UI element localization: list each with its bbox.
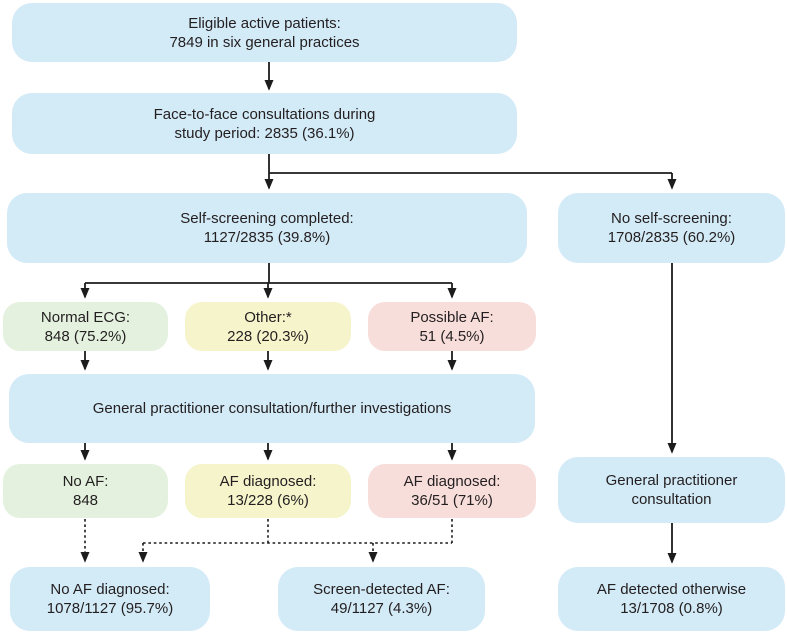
node-label: 49/1127 (4.3%)	[330, 600, 433, 617]
node-label: Normal ECG:	[40, 308, 131, 326]
node-normal-ecg: Normal ECG: 848 (75.2%)	[3, 302, 168, 351]
node-label: AF diagnosed:	[403, 473, 501, 490]
node-label: 848	[72, 492, 99, 509]
node-label: No AF:	[62, 473, 109, 490]
node-label: Self-screening completed:	[180, 210, 354, 227]
node-label: General practitioner	[605, 472, 738, 489]
node-no-self-screening: No self-screening: 1708/2835 (60.2%)	[558, 193, 785, 263]
node-label: No self-screening:	[611, 210, 732, 227]
node-af-detected-otherwise: AF detected otherwise 13/1708 (0.8%)	[558, 567, 785, 631]
node-self-screening-completed: Self-screening completed: 1127/2835 (39.…	[7, 193, 527, 263]
node-label: 848 (75.2%)	[44, 327, 127, 345]
node-gp-consultation: General practitioner consultation	[558, 457, 785, 523]
node-label: 228 (20.3%)	[227, 327, 309, 345]
node-label: 1127/2835 (39.8%)	[203, 229, 331, 246]
node-label: Eligible active patients:	[188, 14, 341, 32]
node-other-result: Other:* 228 (20.3%)	[185, 302, 351, 351]
node-label: Possible AF:	[410, 308, 494, 326]
node-label: AF diagnosed:	[219, 473, 317, 490]
node-gp-consultation-investigations: General practitioner consultation/furthe…	[9, 374, 535, 443]
node-label: AF detected otherwise	[596, 581, 747, 598]
node-label: No AF diagnosed:	[50, 581, 170, 598]
node-eligible-patients: Eligible active patients: 7849 in six ge…	[12, 3, 517, 62]
node-label: consultation	[631, 491, 712, 508]
node-possible-af: Possible AF: 51 (4.5%)	[368, 302, 536, 351]
node-label: Face-to-face consultations during	[153, 105, 376, 123]
node-af-diagnosed-from-other: AF diagnosed: 13/228 (6%)	[185, 464, 351, 518]
node-no-af-diagnosed: No AF diagnosed: 1078/1127 (95.7%)	[10, 567, 210, 631]
node-label: General practitioner consultation/furthe…	[92, 400, 452, 417]
node-af-diagnosed-from-possible: AF diagnosed: 36/51 (71%)	[368, 464, 536, 518]
node-no-af: No AF: 848	[3, 464, 168, 518]
node-face-to-face-consultations: Face-to-face consultations during study …	[12, 93, 517, 154]
node-label: 13/1708 (0.8%)	[620, 600, 723, 617]
node-label: 7849 in six general practices	[169, 33, 360, 51]
node-label: 1708/2835 (60.2%)	[607, 229, 736, 246]
node-label: study period: 2835 (36.1%)	[174, 124, 355, 142]
node-label: 1078/1127 (95.7%)	[46, 600, 174, 617]
node-screen-detected-af: Screen-detected AF: 49/1127 (4.3%)	[278, 567, 485, 631]
node-label: Other:*	[244, 308, 292, 326]
node-label: Screen-detected AF:	[313, 581, 450, 598]
node-label: 36/51 (71%)	[411, 492, 493, 509]
node-label: 51 (4.5%)	[419, 327, 485, 345]
node-label: 13/228 (6%)	[227, 492, 309, 509]
